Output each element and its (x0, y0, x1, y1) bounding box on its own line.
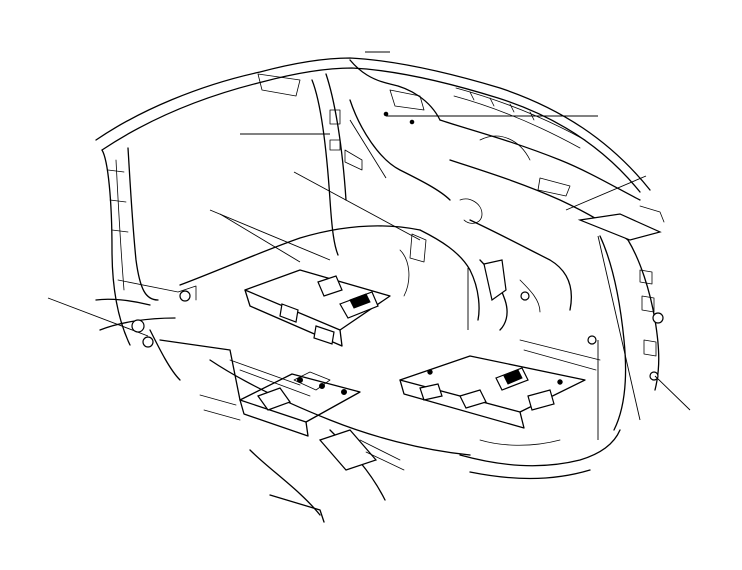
right-quarter-panel (599, 235, 664, 431)
center-pillar (311, 59, 451, 256)
front-floor-pan (179, 225, 471, 456)
rear-floor (459, 335, 621, 480)
transmission-tunnel (419, 198, 573, 331)
leader-line (219, 213, 301, 263)
lower-front-structure (149, 329, 405, 523)
rear-crossmember (399, 355, 586, 429)
left-side-frame (95, 147, 197, 348)
leader-lines (47, 51, 691, 440)
roof-frame (95, 57, 651, 193)
front-crossmember (239, 371, 361, 437)
leader-line (654, 375, 691, 411)
leader-line (47, 297, 149, 337)
rear-bulkhead (439, 119, 665, 241)
leader-line (597, 235, 641, 421)
leader-line (209, 209, 331, 261)
leader-line (293, 171, 421, 241)
leader-line (349, 119, 387, 179)
leader-line (565, 175, 647, 211)
